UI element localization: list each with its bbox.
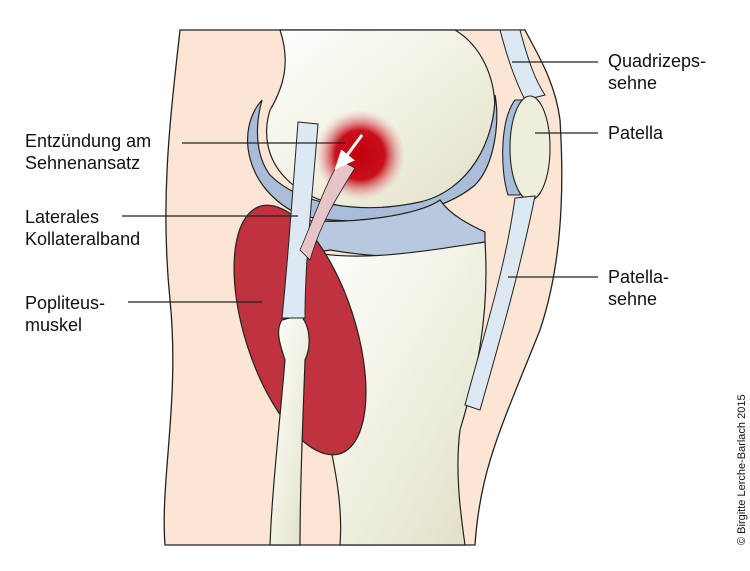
patellar-tendon [464, 195, 536, 411]
label-line: Patella- [608, 267, 670, 287]
label-patella: Patella [608, 122, 663, 144]
fibula [269, 314, 310, 546]
label-line: Kollateralband [25, 229, 141, 249]
tendon-insertion [299, 159, 356, 261]
copyright-notice: © Birgitte Lerche-Barlach 2015 [736, 394, 748, 545]
label-quad-tendon: Quadrizeps- sehne [608, 50, 706, 94]
patella-bone [509, 95, 551, 201]
lateral-collateral-ligament [281, 121, 319, 319]
label-line: Sehnenansatz [25, 153, 141, 173]
label-line: muskel [25, 315, 83, 335]
label-line: sehne [608, 289, 658, 309]
arrow-icon [334, 134, 364, 170]
quadriceps-tendon [499, 29, 546, 101]
label-inflammation: Entzündung am Sehnenansatz [25, 130, 151, 174]
label-line: Entzündung am [25, 131, 152, 151]
label-popliteus: Popliteus- muskel [25, 292, 105, 336]
label-line: Popliteus- [25, 293, 106, 313]
label-line: Laterales [25, 207, 100, 227]
label-line: sehne [608, 73, 658, 93]
label-line: Patella [608, 123, 664, 143]
label-line: Quadrizeps- [608, 51, 707, 71]
label-lateral-ligament: Laterales Kollateralband [25, 206, 140, 250]
label-patellar-tendon: Patella- sehne [608, 266, 669, 310]
leader-lines [122, 61, 598, 303]
